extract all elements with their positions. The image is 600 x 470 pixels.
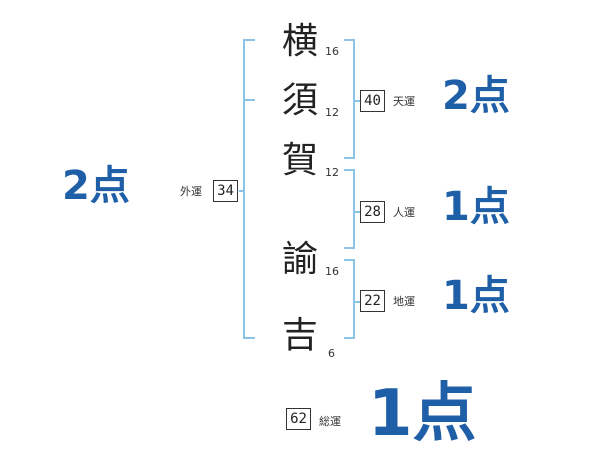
earth-score: 1点 [442,273,510,319]
surname-char-1: 横 [282,21,319,62]
heaven-value: 40 [360,90,385,112]
surname-char-3: 賀 [282,140,319,181]
total-label: 総運 [319,415,341,428]
outer-value: 34 [213,180,238,202]
outer-label: 外運 [180,185,202,198]
outer-score: 2点 [62,163,130,209]
earth-label: 地運 [393,295,415,308]
heaven-score: 2点 [442,73,510,119]
total-value: 62 [286,408,311,430]
person-bracket [344,169,355,249]
heaven-bracket [344,39,355,159]
stroke-count-1: 16 [325,45,339,58]
outer-bracket [243,39,255,339]
total-score: 1点 [368,377,477,451]
person-label: 人運 [393,206,415,219]
stroke-count-2: 12 [325,106,339,119]
given-char-1: 諭 [282,239,319,280]
person-value: 28 [360,201,385,223]
earth-value: 22 [360,290,385,312]
person-score: 1点 [442,184,510,230]
stroke-count-5: 6 [328,347,335,360]
given-char-2: 吉 [282,315,319,356]
earth-bracket [344,259,355,339]
surname-char-2: 須 [282,80,319,121]
heaven-label: 天運 [393,95,415,108]
stroke-count-3: 12 [325,166,339,179]
stroke-count-4: 16 [325,265,339,278]
